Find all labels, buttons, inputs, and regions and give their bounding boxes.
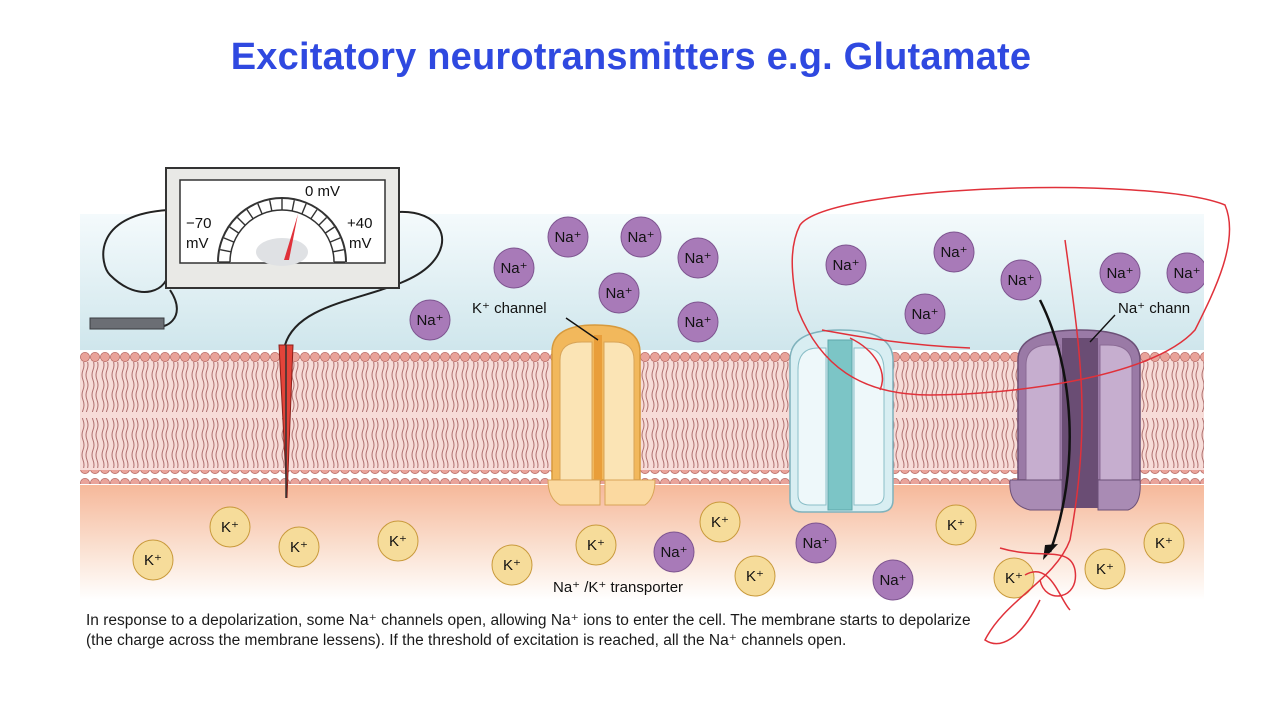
- k-channel-label: K⁺ channel: [472, 300, 547, 317]
- potassium-ion: K⁺: [132, 539, 174, 581]
- meter-left-unit: mV: [186, 235, 209, 252]
- sodium-ion-label: Na⁺: [554, 229, 581, 246]
- meter-wire-right: [284, 210, 444, 346]
- sodium-ion-label: Na⁺: [911, 306, 938, 323]
- meter-tick: [220, 249, 232, 253]
- sodium-ion: Na⁺: [933, 231, 975, 273]
- meter-tick: [329, 237, 341, 243]
- sodium-ion: Na⁺: [1000, 259, 1042, 301]
- transporter-label: Na⁺ /K⁺ transporter: [553, 579, 683, 596]
- meter-wire-left: [102, 209, 170, 293]
- potassium-ion: K⁺: [377, 520, 419, 562]
- potassium-ion-label: K⁺: [1096, 561, 1114, 578]
- meter-left-value: −70: [186, 215, 211, 232]
- voltmeter: 0 mV −70 mV +40 mV: [89, 167, 444, 499]
- meter-tick: [269, 200, 273, 212]
- potassium-ion-label: K⁺: [947, 517, 965, 534]
- sodium-ion: Na⁺: [677, 301, 719, 343]
- sodium-ion: Na⁺: [795, 522, 837, 564]
- caption: In response to a depolarization, some Na…: [86, 611, 1206, 651]
- sodium-ion: Na⁺: [620, 216, 662, 258]
- meter-tick: [246, 209, 254, 220]
- meter-tick: [310, 209, 318, 220]
- sodium-ion: Na⁺: [653, 531, 695, 573]
- sodium-ion-label: Na⁺: [1106, 265, 1133, 282]
- meter-dial: [217, 197, 347, 263]
- ion-layer: Na⁺ Na⁺ Na⁺ Na⁺ Na⁺ Na⁺ Na⁺ Na⁺ Na⁺ Na⁺ Na⁺ Na⁺ Na⁺ N…: [132, 216, 1204, 601]
- meter-right-value: +40: [347, 215, 372, 232]
- potassium-ion: K⁺: [278, 526, 320, 568]
- potassium-ion: K⁺: [1143, 522, 1185, 564]
- sodium-ion-label: Na⁺: [802, 535, 829, 552]
- potassium-ion: K⁺: [734, 555, 776, 597]
- meter-tick: [236, 216, 246, 226]
- sodium-influx-arrow: [1038, 299, 1071, 553]
- meter-tick: [257, 203, 263, 215]
- sodium-ion: Na⁺: [547, 216, 589, 258]
- k-channel: [547, 324, 656, 506]
- sodium-ion-label: Na⁺: [1007, 272, 1034, 289]
- sodium-ion: Na⁺: [825, 244, 867, 286]
- sodium-ion: Na⁺: [1099, 252, 1141, 294]
- potassium-ion-label: K⁺: [144, 552, 162, 569]
- potassium-ion-label: K⁺: [290, 539, 308, 556]
- potassium-ion-label: K⁺: [221, 519, 239, 536]
- caption-line-1: In response to a depolarization, some Na…: [86, 612, 971, 629]
- handwritten-annotation: [791, 186, 1231, 645]
- lipid-bilayer: [80, 348, 1204, 484]
- meter-tick: [318, 216, 328, 226]
- potassium-ion-label: K⁺: [711, 514, 729, 531]
- potassium-ion: K⁺: [935, 504, 977, 546]
- potassium-ion: K⁺: [209, 506, 251, 548]
- sodium-ion-label: Na⁺: [832, 257, 859, 274]
- reference-electrode: [89, 317, 165, 330]
- sodium-ion: Na⁺: [904, 293, 946, 335]
- sodium-ion-label: Na⁺: [500, 260, 527, 277]
- potassium-ion-label: K⁺: [1155, 535, 1173, 552]
- sodium-ion-label: Na⁺: [1173, 265, 1200, 282]
- na-channel-label: Na⁺ chann: [1118, 300, 1190, 317]
- potassium-ion-label: K⁺: [389, 533, 407, 550]
- sodium-ion-label: Na⁺: [416, 312, 443, 329]
- meter-right-unit: mV: [349, 235, 372, 252]
- sodium-ion: Na⁺: [677, 237, 719, 279]
- potassium-ion: K⁺: [491, 544, 533, 586]
- sodium-ion: Na⁺: [1166, 252, 1204, 294]
- potassium-ion-label: K⁺: [746, 568, 764, 585]
- slide-title: Excitatory neurotransmitters e.g. Glutam…: [230, 36, 1032, 78]
- meter-tick: [223, 237, 235, 243]
- potassium-ion-label: K⁺: [587, 537, 605, 554]
- sodium-ion: Na⁺: [872, 559, 914, 601]
- na-channel: [1009, 329, 1141, 511]
- sodium-ion-label: Na⁺: [684, 314, 711, 331]
- caption-line-2: (the charge across the membrane lessens)…: [86, 632, 847, 649]
- sodium-ion-label: Na⁺: [879, 572, 906, 589]
- meter-needle: [284, 214, 298, 260]
- sodium-ion: Na⁺: [598, 272, 640, 314]
- meter-tick: [301, 203, 307, 215]
- sodium-ion: Na⁺: [493, 247, 535, 289]
- potassium-ion: K⁺: [699, 501, 741, 543]
- sodium-ion-label: Na⁺: [627, 229, 654, 246]
- sodium-ion-label: Na⁺: [684, 250, 711, 267]
- meter-tick: [229, 226, 240, 234]
- sodium-ion-label: Na⁺: [660, 544, 687, 561]
- potassium-ion-label: K⁺: [1005, 570, 1023, 587]
- meter-tick: [291, 200, 295, 212]
- sodium-potassium-transporter: [789, 329, 894, 513]
- sodium-ion-label: Na⁺: [605, 285, 632, 302]
- sodium-ion-label: Na⁺: [940, 244, 967, 261]
- sodium-ion: Na⁺: [409, 299, 451, 341]
- potassium-ion: K⁺: [575, 524, 617, 566]
- potassium-ion: K⁺: [993, 557, 1035, 599]
- meter-tick: [324, 226, 335, 234]
- meter-tick: [332, 249, 344, 253]
- meter-zero-label: 0 mV: [305, 183, 340, 200]
- potassium-ion-label: K⁺: [503, 557, 521, 574]
- potassium-ion: K⁺: [1084, 548, 1126, 590]
